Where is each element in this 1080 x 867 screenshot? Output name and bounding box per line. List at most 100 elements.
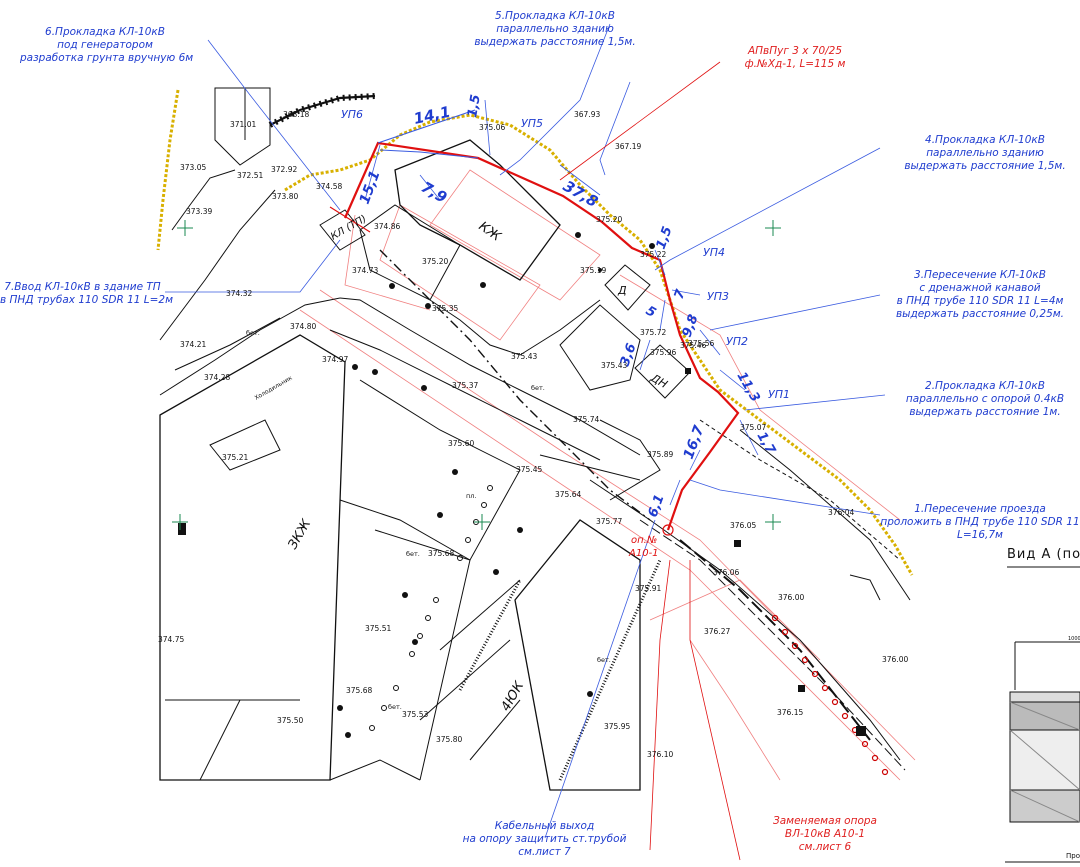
svg-text:374.80: 374.80 [290,322,316,331]
building-dn-label: ДН [648,371,670,391]
up5-label: УП5 [521,117,543,130]
svg-text:374.32: 374.32 [226,289,252,298]
svg-text:14,1: 14,1 [412,103,452,128]
svg-text:367.19: 367.19 [615,142,641,151]
svg-text:375.50: 375.50 [277,716,303,725]
svg-text:376.05: 376.05 [730,521,756,530]
building-3kzh-label: ЗКЖ [285,516,314,552]
svg-text:бет.: бет. [531,384,545,392]
support-markers [178,368,866,736]
svg-text:374.97: 374.97 [322,355,348,364]
svg-text:376.15: 376.15 [777,708,803,717]
svg-text:375.45: 375.45 [516,465,542,474]
svg-text:1,5: 1,5 [654,225,676,252]
grid-crosses [172,220,781,530]
svg-text:375.22: 375.22 [640,250,666,259]
svg-text:374.21: 374.21 [180,340,206,349]
svg-text:374.28: 374.28 [204,373,230,382]
svg-text:375.07: 375.07 [740,423,766,432]
svg-text:6,1: 6,1 [646,493,668,520]
up4-label: УП4 [703,246,725,259]
view-a-label: Вид А (по [1007,547,1080,562]
svg-text:376.00: 376.00 [778,593,804,602]
svg-text:бет.: бет. [246,329,260,337]
red-hedge-row [771,614,889,776]
svg-text:375.77: 375.77 [596,517,622,526]
red-leader-lines [559,61,741,861]
svg-text:375.72: 375.72 [640,328,666,337]
svg-text:7,9: 7,9 [418,178,450,207]
svg-text:375.68: 375.68 [428,549,454,558]
drainage-ditch [156,89,914,576]
up6-label: УП6 [341,108,363,121]
dimension-labels: 14,1 1,5 7,9 15,1 37,8 1,5 5 7 9,8 3,6 1… [357,93,779,519]
svg-text:375.35: 375.35 [432,304,458,313]
svg-text:375.20: 375.20 [596,215,622,224]
svg-text:373.05: 373.05 [180,163,206,172]
svg-text:бет.: бет. [406,550,420,558]
cable-markers [329,206,674,536]
up2-label: УП2 [726,335,748,348]
svg-text:374.86: 374.86 [374,222,400,231]
section-view [1005,641,1080,863]
svg-text:375.64: 375.64 [555,490,581,499]
topographic-base [159,87,911,791]
svg-text:376.27: 376.27 [704,627,730,636]
pole-label-1: оп.№ [631,535,657,546]
svg-text:375.74: 375.74 [573,415,599,424]
section-dimension: 1000 [1068,636,1080,642]
svg-text:375.21: 375.21 [222,453,248,462]
svg-text:373.80: 373.80 [272,192,298,201]
svg-text:5: 5 [643,303,658,321]
svg-text:375.43: 375.43 [601,361,627,370]
pole-label-2: А10-1 [628,548,659,559]
svg-text:376.10: 376.10 [647,750,673,759]
up1-label: УП1 [768,388,790,401]
svg-text:375.43: 375.43 [511,352,537,361]
svg-text:375.06: 375.06 [479,123,505,132]
building-labels: КЖ ЗКЖ 4ЮК Д ДН КЛ (ТП) бет. пл. бет. бе… [246,213,670,714]
svg-text:375.56: 375.56 [688,339,714,348]
svg-text:375.20: 375.20 [422,257,448,266]
svg-text:374.58: 374.58 [316,182,342,191]
svg-text:11,3: 11,3 [734,370,763,405]
planning-lines [299,169,916,781]
up-labels: УП1 УП2 УП3 УП4 УП5 УП6 [341,108,790,401]
section-label: Про [1066,852,1080,860]
rail-lines [458,559,662,781]
up3-label: УП3 [707,290,729,303]
svg-text:15,1: 15,1 [357,168,384,206]
svg-text:371.01: 371.01 [230,120,256,129]
svg-text:375.80: 375.80 [436,735,462,744]
svg-text:9,8: 9,8 [680,313,702,340]
svg-text:7: 7 [672,287,690,302]
building-d-label: Д [617,284,627,297]
svg-text:375.89: 375.89 [647,450,673,459]
svg-text:376.00: 376.00 [882,655,908,664]
svg-text:372.92: 372.92 [271,165,297,174]
svg-text:372.51: 372.51 [237,171,263,180]
svg-text:Холодильник: Холодильник [254,374,294,401]
svg-text:375.60: 375.60 [448,439,474,448]
building-4yuk-label: 4ЮК [498,679,527,714]
svg-text:375.51: 375.51 [365,624,391,633]
building-kzh-label: КЖ [476,219,504,245]
svg-text:1,5: 1,5 [465,93,484,118]
svg-text:376.06: 376.06 [713,568,739,577]
svg-text:бет.: бет. [388,703,402,711]
svg-text:375.37: 375.37 [452,381,478,390]
svg-text:375.96: 375.96 [650,348,676,357]
svg-text:37,8: 37,8 [560,177,601,211]
svg-text:3,6: 3,6 [618,342,640,369]
svg-text:16,7: 16,7 [681,423,708,461]
svg-text:376.04: 376.04 [828,508,854,517]
